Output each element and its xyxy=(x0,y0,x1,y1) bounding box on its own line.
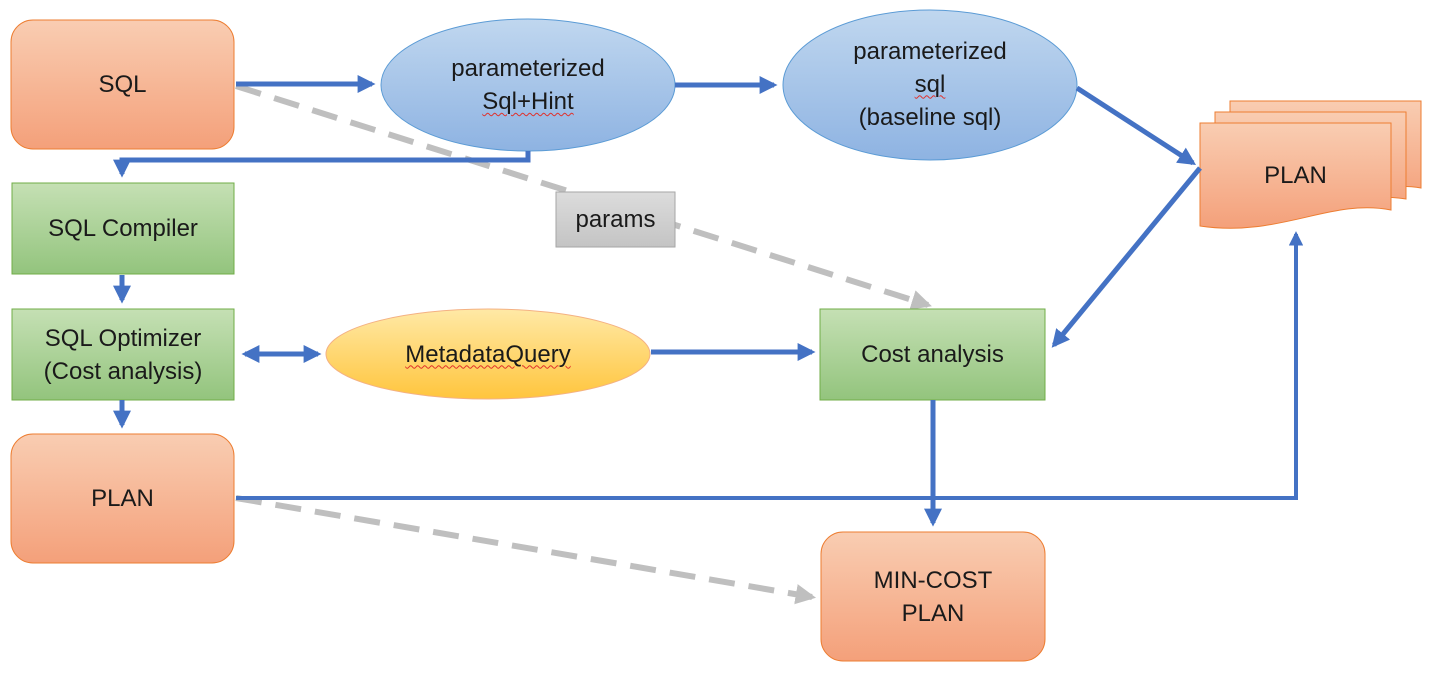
param-sql-hint-node[interactable] xyxy=(380,18,676,152)
edge-plan-to-plan-stack xyxy=(236,231,1304,500)
plan-node[interactable] xyxy=(10,433,235,564)
params-node[interactable] xyxy=(555,191,676,248)
cost-analysis-node[interactable] xyxy=(819,308,1046,401)
plan-stack-node[interactable] xyxy=(1199,100,1422,229)
edge-plan-to-min-cost-plan xyxy=(235,495,817,605)
edge-param-sql-to-plan-stack xyxy=(1075,85,1197,166)
sql-optimizer-node[interactable] xyxy=(11,308,235,401)
metadata-query-node[interactable] xyxy=(325,308,651,400)
edge-param-sql-hint-to-sql-compiler xyxy=(113,151,531,178)
sql-node[interactable] xyxy=(10,19,235,150)
sql-compiler-node[interactable] xyxy=(11,182,235,275)
param-sql-node[interactable] xyxy=(782,9,1078,161)
min-cost-plan-node[interactable] xyxy=(820,531,1046,662)
solid-connectors xyxy=(113,75,1304,527)
edge-plan-stack-to-cost-analysis xyxy=(1051,166,1202,348)
